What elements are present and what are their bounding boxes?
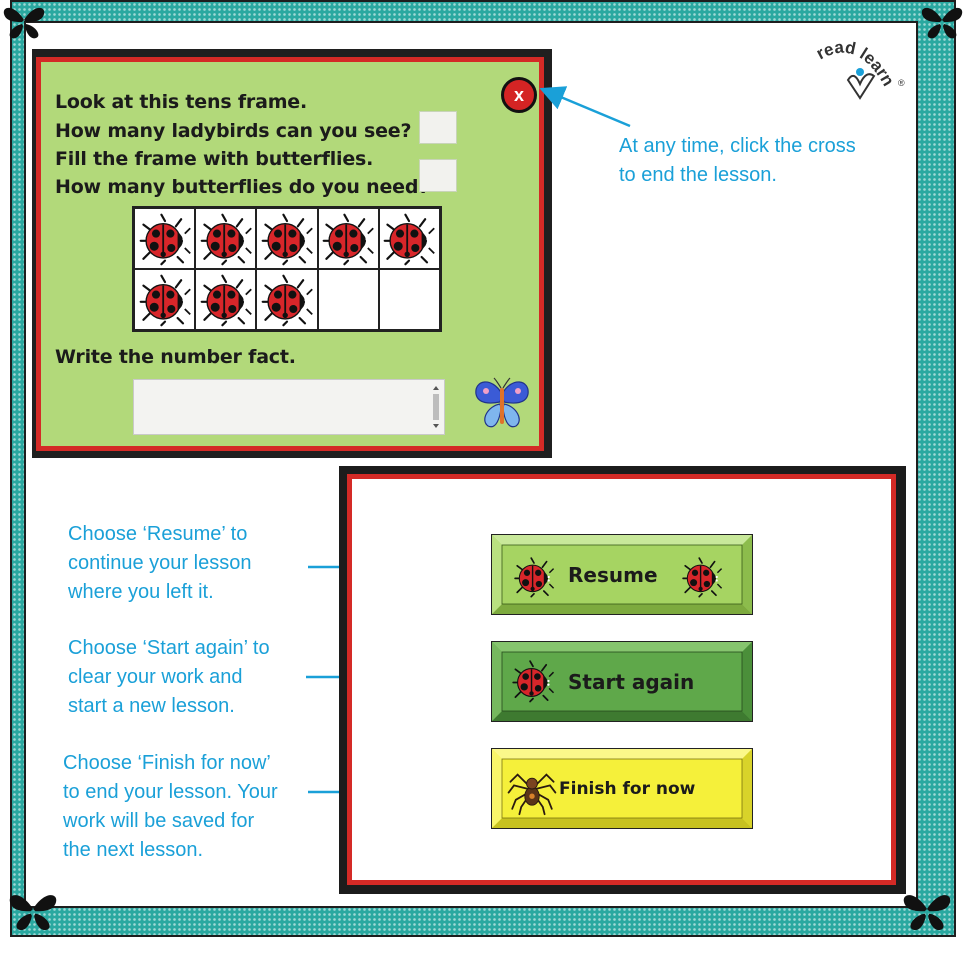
ladybird-icon	[511, 659, 555, 703]
tens-frame-cell[interactable]	[378, 269, 440, 330]
tens-frame-cell[interactable]	[195, 269, 257, 330]
ladybird-icon	[681, 556, 723, 598]
resume-button[interactable]: Resume	[490, 533, 754, 616]
cross-callout: At any time, click the cross to end the …	[619, 135, 856, 186]
tens-frame-cell[interactable]	[317, 269, 379, 330]
instruction-text: How many butterflies do you need?	[55, 176, 430, 198]
lesson-screen: Look at this tens frame. How many ladybi…	[32, 49, 552, 458]
close-button[interactable]: x	[501, 77, 537, 113]
ladybird-icon	[513, 556, 555, 598]
ladybird-count-input[interactable]	[419, 111, 457, 144]
start-again-callout: Choose ‘Start again’ to clear your work …	[68, 637, 270, 717]
number-fact-input[interactable]	[133, 379, 445, 435]
finish-for-now-button[interactable]: Finish for now	[490, 747, 754, 830]
resume-label: Resume	[568, 563, 658, 587]
scrollbar[interactable]	[431, 384, 441, 430]
tens-frame-cell[interactable]	[195, 208, 257, 269]
spider-icon	[505, 761, 559, 817]
tens-frame-cell[interactable]	[134, 208, 196, 269]
butterfly-count-input[interactable]	[419, 159, 457, 192]
instruction-text: Look at this tens frame.	[55, 91, 308, 113]
finish-callout: Choose ‘Finish for now’ to end your less…	[63, 752, 278, 861]
lesson-panel: Look at this tens frame. How many ladybi…	[36, 57, 544, 451]
tens-frame-cell[interactable]	[317, 208, 379, 269]
finish-for-now-label: Finish for now	[559, 779, 696, 799]
read-learn-logo: read learn ®	[813, 40, 905, 100]
resume-callout: Choose ‘Resume’ to continue your lesson …	[68, 523, 252, 603]
arrow-icon	[539, 86, 631, 128]
number-fact-label: Write the number fact.	[55, 346, 296, 368]
close-icon: x	[513, 84, 524, 105]
instruction-text: Fill the frame with butterflies.	[55, 148, 374, 170]
instruction-text: How many ladybirds can you see?	[55, 120, 412, 142]
tens-frame-cell[interactable]	[256, 208, 318, 269]
start-again-label: Start again	[568, 670, 695, 694]
tens-frame	[132, 206, 442, 332]
start-again-button[interactable]: Start again	[490, 640, 754, 723]
tens-frame-cell[interactable]	[134, 269, 196, 330]
tens-frame-cell[interactable]	[256, 269, 318, 330]
tens-frame-cell[interactable]	[378, 208, 440, 269]
svg-text:®: ®	[898, 78, 905, 88]
